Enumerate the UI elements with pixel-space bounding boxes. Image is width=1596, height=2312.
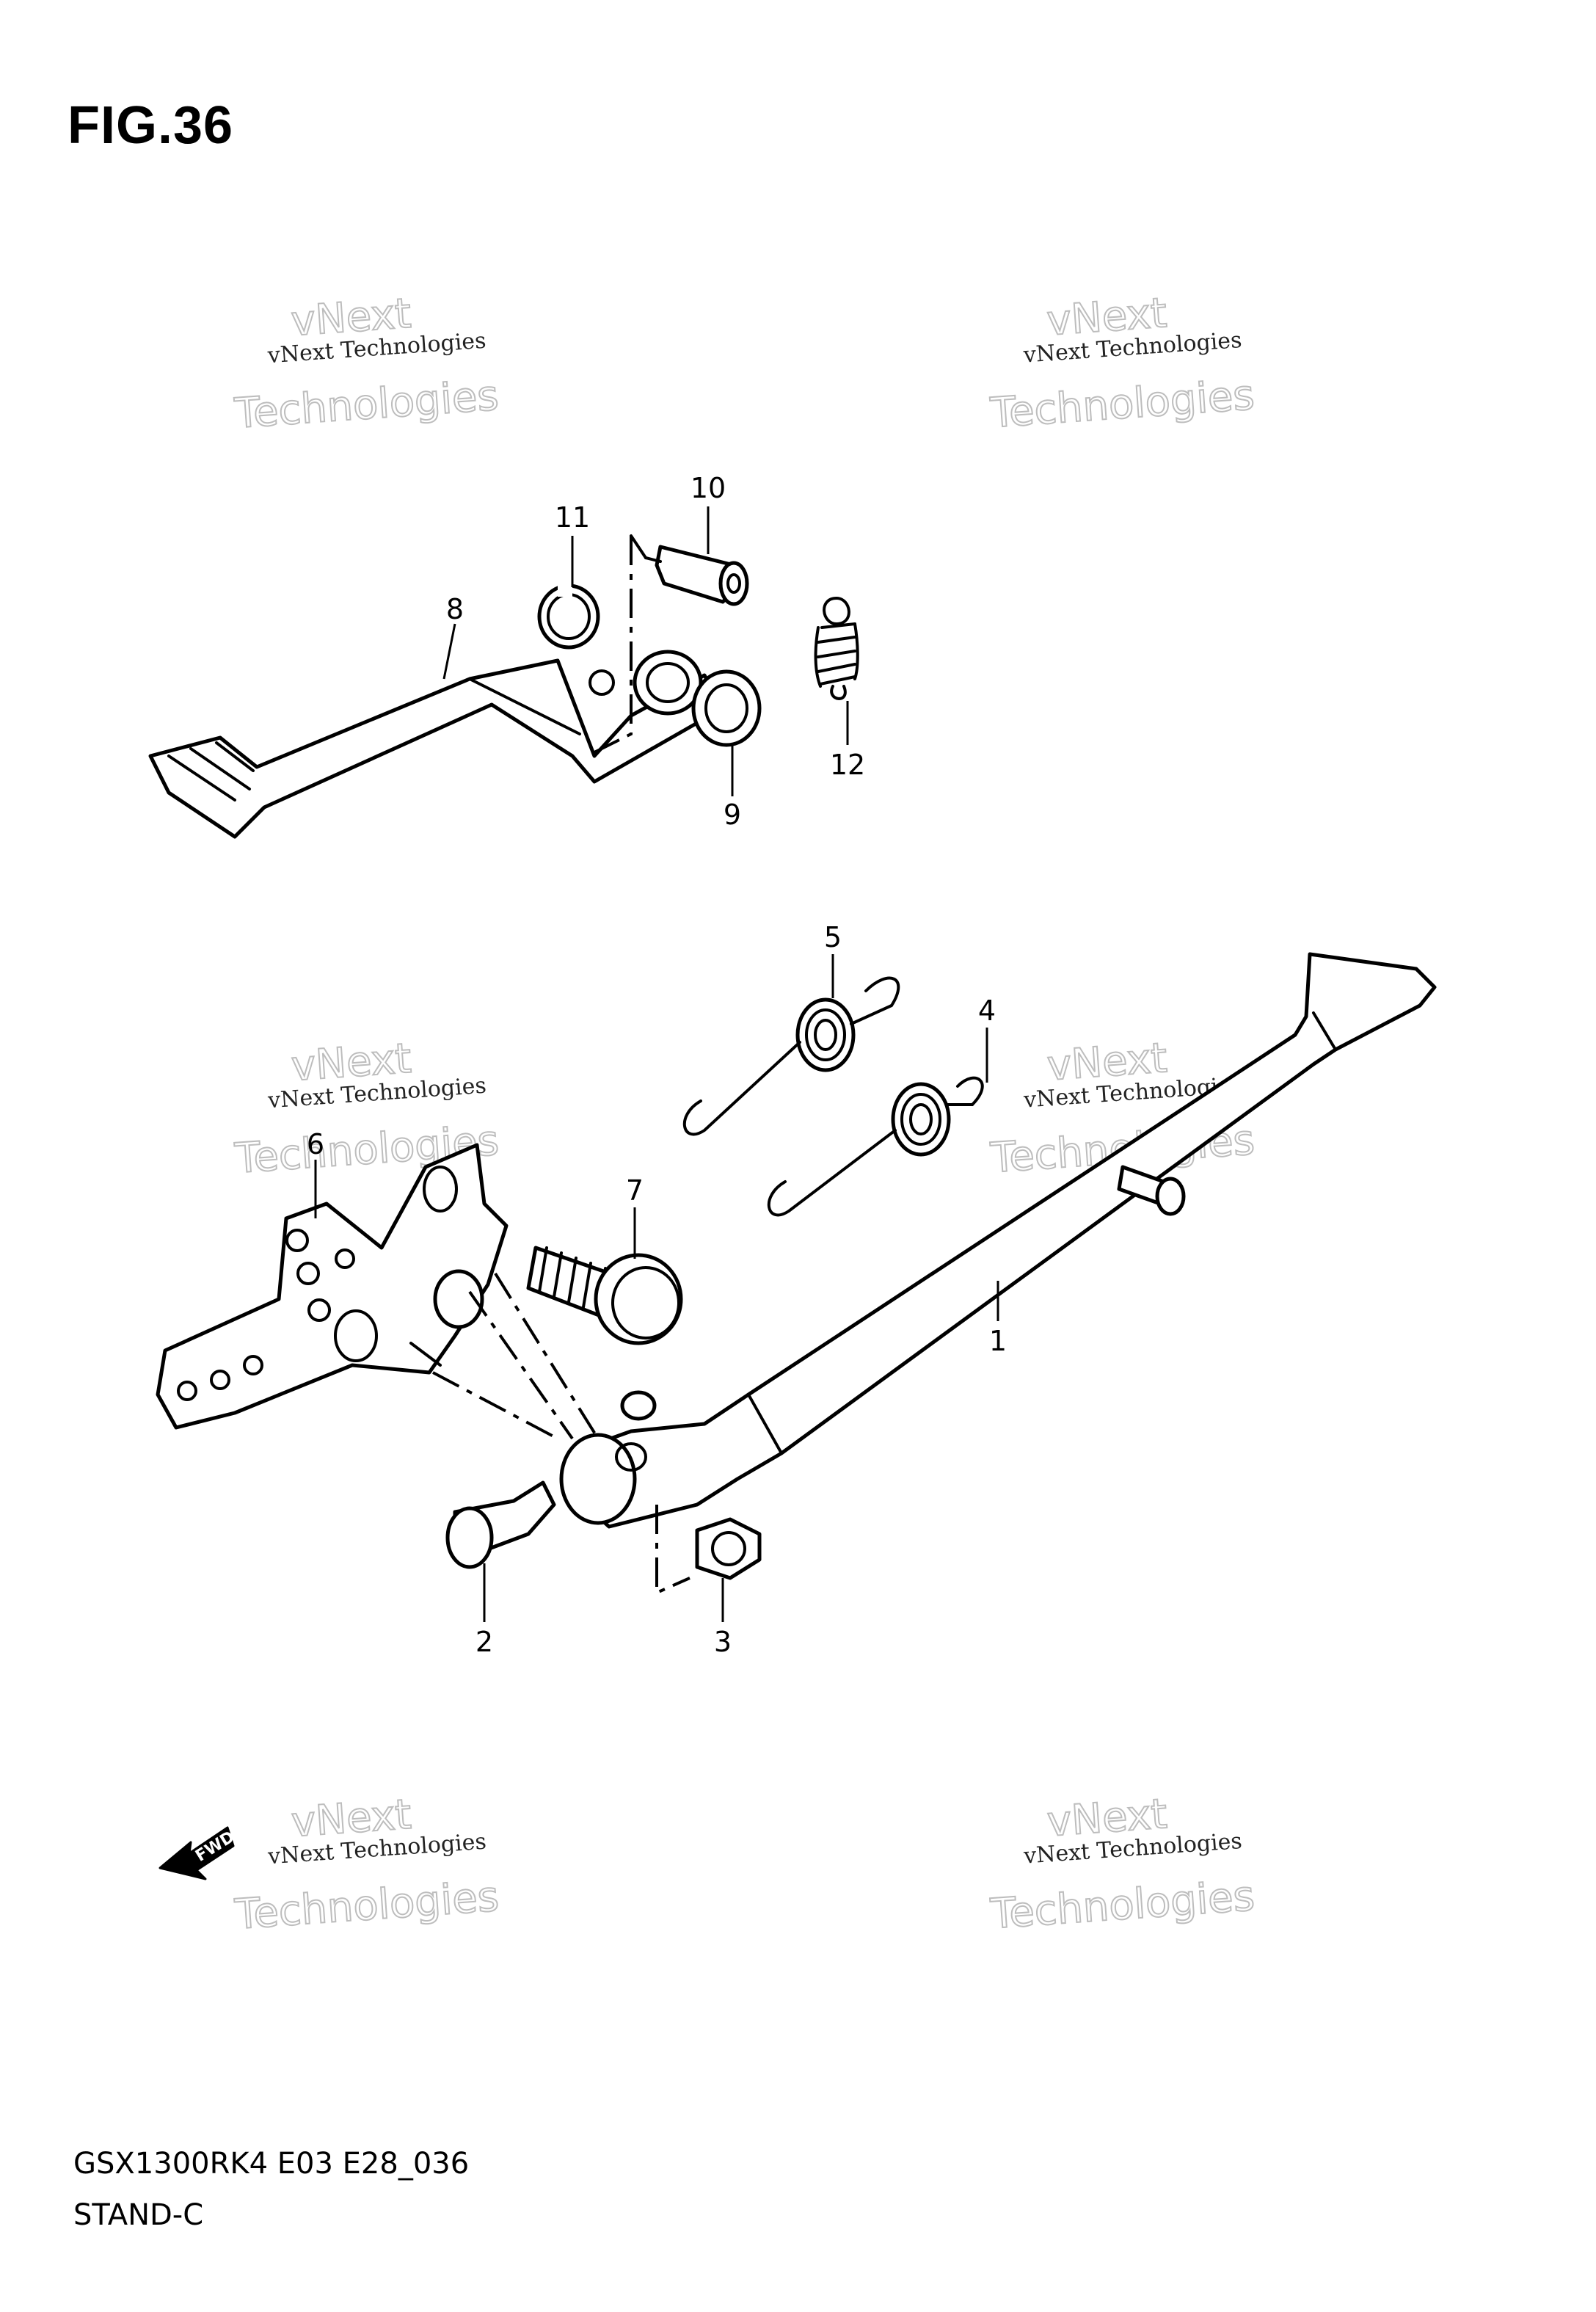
leader-lines [314,506,999,1622]
callout-4: 4 [978,995,996,1027]
callout-7: 7 [626,1174,644,1207]
part-6-bracket [156,1143,509,1430]
model-code: GSX1300RK4 E03 E28_036 [73,2147,470,2181]
svg-text:vNext: vNext [290,290,413,346]
callout-2: 2 [475,1626,493,1658]
assembly-lines [432,1272,690,1596]
callout-10: 10 [690,472,726,504]
svg-text:vNext: vNext [290,1791,413,1847]
part-8-pedal-lever [148,650,725,839]
section-name: STAND-C [73,2198,204,2232]
svg-text:vNext: vNext [1046,1034,1169,1090]
callout-8: 8 [446,593,464,625]
part-7-bolt [526,1246,683,1345]
svg-text:vNext: vNext [290,1035,413,1091]
svg-text:Technologies: Technologies [233,372,500,438]
callout-1: 1 [989,1325,1007,1357]
svg-text:Technologies: Technologies [233,1873,500,1939]
svg-text:Technologies: Technologies [988,1872,1256,1938]
part-9-washer [691,669,762,747]
svg-text:vNext: vNext [1046,289,1169,345]
callout-5: 5 [824,921,842,953]
part-5-spring [682,976,900,1136]
part-12-spring [814,597,859,700]
svg-text:Technologies: Technologies [988,371,1256,437]
callout-3: 3 [714,1626,732,1658]
svg-text:FWD: FWD [192,1828,238,1866]
callout-11: 11 [555,501,590,534]
figure-title: FIG.36 [68,96,234,155]
watermark-top-left: vNext vNext Technologies Technologies [232,289,500,439]
part-10-pivot-bolt [586,534,749,757]
watermark-bottom-right: vNext vNext Technologies Technologies [988,1789,1256,1939]
forward-arrow-icon: FWD [158,1826,238,1880]
part-4-spring [767,1076,984,1217]
callout-6: 6 [307,1128,324,1160]
part-2-stand-bolt [445,1480,556,1569]
callout-labels: 10 11 8 12 9 5 4 6 7 1 2 3 [307,472,1007,1658]
callout-12: 12 [830,749,865,781]
watermark-bottom-left: vNext vNext Technologies Technologies [233,1790,501,1940]
watermark-top-right: vNext vNext Technologies Technologies [988,288,1256,438]
part-11-circlip [537,584,600,650]
part-1-side-stand [559,952,1437,1529]
part-3-nut [695,1517,762,1580]
svg-text:vNext: vNext [1046,1790,1169,1846]
callout-9: 9 [724,799,741,831]
